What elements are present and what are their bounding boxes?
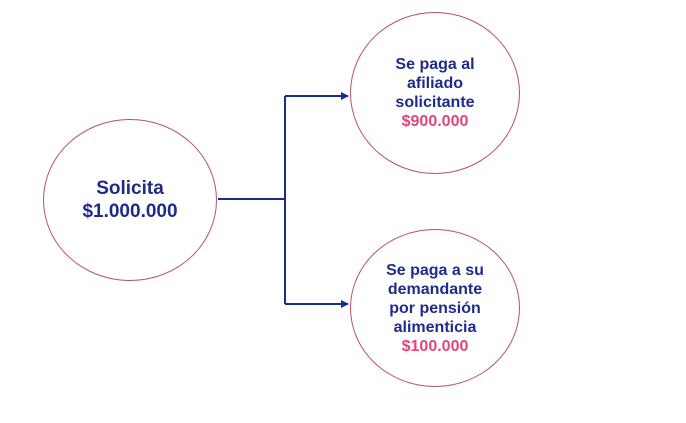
source-circle: Solicita $1.000.000	[43, 119, 217, 281]
claimant-text-line: demandante	[387, 280, 483, 298]
source-amount: $1.000.000	[82, 201, 178, 222]
claimant-amount: $100.000	[401, 337, 469, 355]
claimant-text-line: por pensión	[389, 299, 481, 317]
affiliate-payment-circle: Se paga al afiliado solicitante $900.000	[350, 12, 520, 174]
affiliate-text-line: solicitante	[395, 94, 475, 111]
affiliate-amount: $900.000	[401, 113, 469, 130]
affiliate-text-line: Se paga al	[395, 56, 475, 73]
affiliate-text-line: afiliado	[406, 75, 463, 92]
source-label: Solicita	[96, 178, 164, 199]
claimant-text-line: alimenticia	[393, 318, 477, 336]
claimant-payment-circle: Se paga a su demandante por pensión alim…	[350, 229, 520, 387]
claimant-text-line: Se paga a su	[386, 261, 484, 279]
